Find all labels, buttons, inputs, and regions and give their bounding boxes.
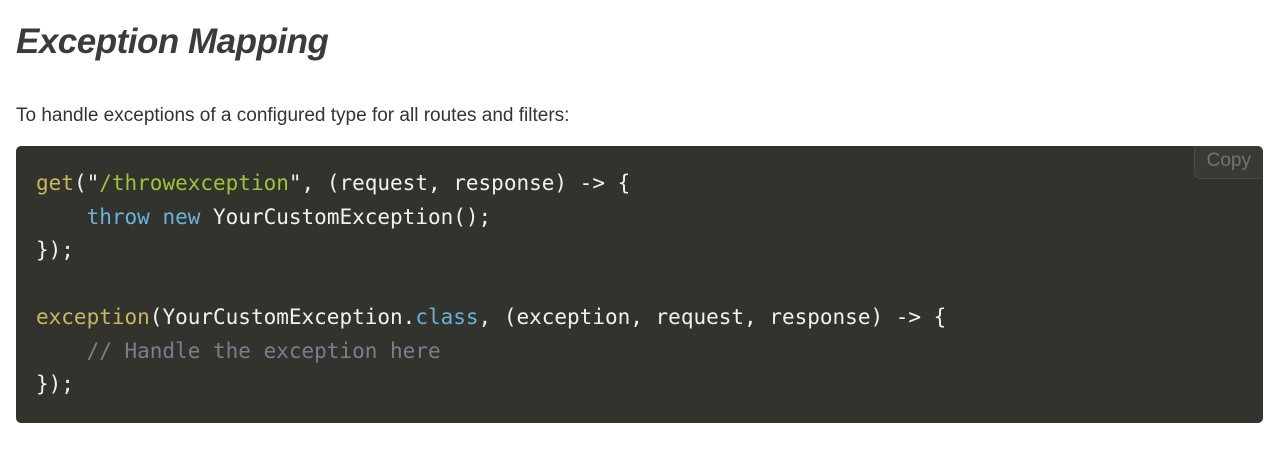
- code-token-plain: [36, 339, 87, 363]
- code-line: get("/throwexception", (request, respons…: [36, 167, 1243, 201]
- code-token-plain: (YourCustomException.: [149, 305, 416, 329]
- code-token-plain: (": [73, 171, 100, 195]
- code-line: });: [36, 368, 1243, 402]
- code-content: get("/throwexception", (request, respons…: [16, 146, 1263, 416]
- code-line: [36, 268, 1243, 302]
- code-token-function: get: [36, 171, 74, 195]
- code-token-function: exception: [36, 305, 150, 329]
- code-line: });: [36, 234, 1243, 268]
- page-title: Exception Mapping: [16, 22, 329, 61]
- code-token-plain: ", (request, response) -> {: [288, 171, 631, 195]
- code-line: throw new YourCustomException();: [36, 201, 1243, 235]
- code-token-keyword: new: [162, 204, 201, 229]
- intro-text: To handle exceptions of a configured typ…: [16, 105, 570, 126]
- code-token-string: /throwexception: [99, 171, 289, 195]
- code-token-plain: YourCustomException();: [200, 204, 492, 229]
- code-token-comment: // Handle the exception here: [86, 338, 441, 363]
- code-token-keyword: throw: [86, 204, 150, 229]
- code-line: exception(YourCustomException.class, (ex…: [36, 301, 1243, 335]
- code-token-plain: [36, 205, 87, 229]
- code-token-plain: });: [36, 238, 74, 262]
- code-token-keyword: class: [415, 305, 479, 329]
- code-line: // Handle the exception here: [36, 335, 1243, 369]
- code-token-plain: [150, 205, 163, 229]
- code-token-plain: , (exception, request, response) -> {: [478, 305, 947, 329]
- code-token-plain: });: [36, 372, 74, 396]
- code-block: Copy get("/throwexception", (request, re…: [16, 146, 1263, 423]
- copy-button[interactable]: Copy: [1193, 146, 1263, 179]
